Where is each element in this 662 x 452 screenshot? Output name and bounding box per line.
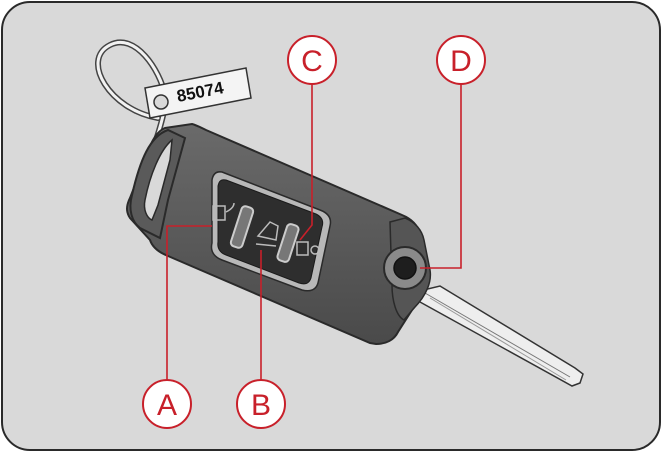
unlock-button[interactable] [296, 241, 320, 256]
callout-c: C [287, 35, 337, 85]
button-separator-right [276, 223, 300, 263]
lock-button[interactable] [212, 202, 235, 221]
callout-b: B [236, 379, 286, 429]
callout-a: A [142, 379, 192, 429]
callout-b-label: B [251, 389, 271, 422]
key-blade [413, 285, 584, 387]
leader-c [299, 84, 313, 241]
leader-lines [166, 84, 462, 380]
release-button[interactable] [383, 246, 427, 290]
unlock-icon [296, 241, 309, 256]
callout-d-label: D [450, 45, 472, 78]
trunk-button[interactable] [255, 221, 279, 247]
callout-d: D [436, 35, 486, 85]
callout-c-label: C [301, 45, 323, 78]
lock-icon [212, 205, 226, 221]
callout-a-label: A [157, 389, 177, 422]
button-separator-left [229, 205, 255, 249]
leader-d [420, 84, 462, 269]
trunk-icon [256, 221, 279, 241]
number-tag: 85074 [144, 67, 252, 119]
leader-a [166, 225, 212, 380]
